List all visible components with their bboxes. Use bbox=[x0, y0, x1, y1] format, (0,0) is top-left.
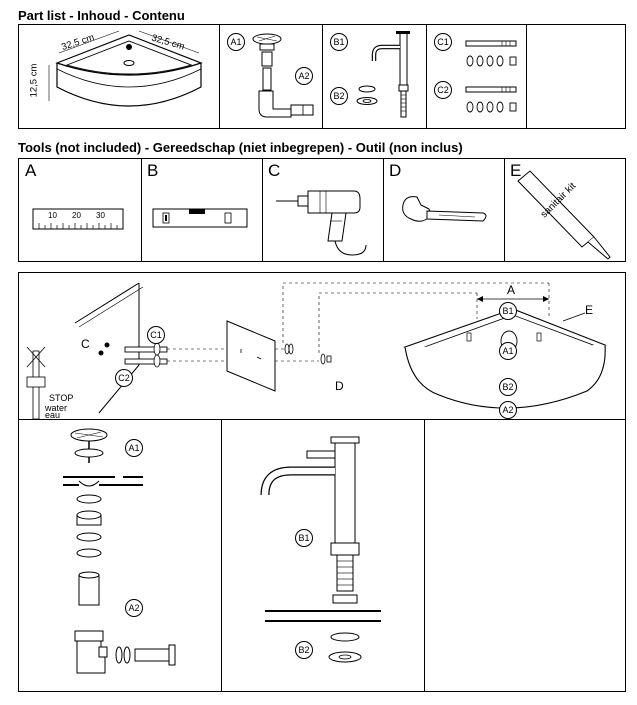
installation-diagram: C C1 C2 D A E B1 A1 B2 A2 STOP water eau bbox=[18, 272, 626, 692]
tap-exploded-drawing bbox=[260, 436, 381, 663]
label-b2-tap-fixing: B2 bbox=[499, 378, 517, 396]
tap-assembly-detail: B1 B2 bbox=[221, 419, 424, 691]
tool-a-letter: A bbox=[25, 161, 37, 180]
ruler-tick-30: 30 bbox=[96, 211, 105, 220]
tool-b-letter: B bbox=[147, 161, 159, 180]
label-c2-bolt: C2 bbox=[115, 369, 133, 387]
tool-a-cell: A 10 20 30 bbox=[19, 159, 141, 261]
drain-assembly-detail: A1 A2 bbox=[19, 419, 221, 691]
fixings-drawing bbox=[465, 40, 517, 113]
stop-text: STOP bbox=[49, 393, 74, 403]
tool-c-letter: C bbox=[268, 161, 281, 180]
label-a2-siphon: A2 bbox=[499, 401, 517, 419]
detail-label-b1: B1 bbox=[295, 529, 313, 547]
empty-detail-cell bbox=[424, 419, 625, 691]
drain-part-cell: A1 A2 bbox=[219, 25, 322, 128]
tools-heading: Tools (not included) - Gereedschap (niet… bbox=[18, 140, 463, 155]
corner-basin-drawing bbox=[48, 30, 203, 107]
installation-overview-panel: C C1 C2 D A E B1 A1 B2 A2 STOP water eau bbox=[19, 273, 625, 420]
label-c1: C1 bbox=[434, 33, 452, 51]
basin-height-dimension: 12,5 cm bbox=[28, 63, 40, 98]
label-b2: B2 bbox=[330, 87, 348, 105]
tool-c-cell: C bbox=[262, 159, 383, 261]
detail-label-a2: A2 bbox=[125, 599, 143, 617]
label-a-dimension: A bbox=[507, 283, 516, 297]
water-text: water bbox=[45, 403, 68, 413]
label-c-holes: C bbox=[81, 337, 90, 351]
label-a1-drain-hole: A1 bbox=[499, 342, 517, 360]
tool-e-letter: E bbox=[510, 161, 522, 180]
ruler-tick-10: 10 bbox=[48, 211, 57, 220]
basin-part-cell: 32,5 cm 32,5 cm 12,5 cm bbox=[19, 25, 219, 128]
adjustable-wrench-icon bbox=[402, 196, 487, 222]
detail-label-a1: A1 bbox=[125, 439, 143, 457]
tap-part-cell: B1 B2 bbox=[322, 25, 426, 128]
spirit-level-icon bbox=[152, 208, 248, 228]
label-a1: A1 bbox=[227, 33, 245, 51]
label-d-washer: D bbox=[335, 379, 344, 393]
tool-e-cell: E sanitair kit bbox=[504, 159, 625, 261]
label-c2: C2 bbox=[434, 81, 452, 99]
tap-drawing bbox=[356, 31, 410, 118]
tool-b-cell: B bbox=[141, 159, 262, 261]
label-c1-bolt: C1 bbox=[147, 326, 165, 344]
drain-exploded-drawing bbox=[63, 428, 176, 674]
ruler-icon bbox=[32, 208, 124, 230]
label-a2: A2 bbox=[295, 67, 313, 85]
fixings-part-cell: C1 C2 bbox=[426, 25, 526, 128]
drain-and-siphon-drawing bbox=[252, 33, 314, 118]
eau-text: eau bbox=[45, 410, 61, 420]
tool-d-cell: D bbox=[383, 159, 504, 261]
label-b1-tap-hole: B1 bbox=[499, 302, 517, 320]
drill-icon bbox=[276, 190, 367, 256]
label-b1: B1 bbox=[330, 33, 348, 51]
detail-label-b2: B2 bbox=[295, 641, 313, 659]
parts-table: 32,5 cm 32,5 cm 12,5 cm A1 A2 B1 B2 bbox=[18, 24, 626, 129]
tools-table: A 10 20 30 B bbox=[18, 158, 626, 262]
wall-mounting-drawing bbox=[26, 282, 607, 420]
ruler-tick-20: 20 bbox=[72, 211, 81, 220]
parts-heading: Part list - Inhoud - Contenu bbox=[18, 8, 185, 23]
label-e-sealant: E bbox=[585, 303, 594, 317]
tool-d-letter: D bbox=[389, 161, 402, 180]
sealant-tube-icon bbox=[517, 170, 611, 260]
